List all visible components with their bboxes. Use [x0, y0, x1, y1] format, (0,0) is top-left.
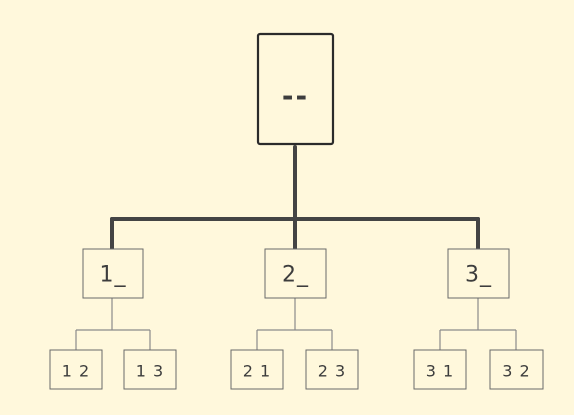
- node-1-2-label: 1 2: [62, 362, 90, 381]
- node-1-3-label: 1 3: [136, 362, 164, 381]
- node-1-2-box: [49, 349, 103, 390]
- node-2-1: 2 1: [230, 349, 284, 390]
- node-3-1-box: [413, 349, 467, 390]
- root-connectors: [110, 145, 480, 251]
- node-1-box: [82, 248, 144, 299]
- node-3-2: 3 2: [489, 349, 544, 390]
- node-3-2-box: [489, 349, 544, 390]
- node-1: 1_: [82, 248, 144, 299]
- node-2-3-box: [305, 349, 359, 390]
- node-3-1: 3 1: [413, 349, 467, 390]
- node-3: 3_: [447, 248, 510, 299]
- node-2-label: 2_: [282, 263, 309, 288]
- leaf-connectors: [75, 298, 517, 350]
- node-2-1-box: [230, 349, 284, 390]
- root-node-label: --: [282, 80, 309, 113]
- root-node: --: [256, 32, 335, 146]
- node-3-label: 3_: [465, 263, 492, 288]
- node-3-2-label: 3 2: [502, 362, 530, 381]
- node-3-1-label: 3 1: [426, 362, 454, 381]
- node-2-1-label: 2 1: [243, 362, 271, 381]
- node-2-3-label: 2 3: [318, 362, 346, 381]
- node-1-3-box: [123, 349, 177, 390]
- root-node-box: [256, 32, 335, 146]
- node-2: 2_: [264, 248, 327, 299]
- node-1-label: 1_: [100, 263, 127, 288]
- node-1-2: 1 2: [49, 349, 103, 390]
- node-3-box: [447, 248, 510, 299]
- node-2-box: [264, 248, 327, 299]
- node-1-3: 1 3: [123, 349, 177, 390]
- node-2-3: 2 3: [305, 349, 359, 390]
